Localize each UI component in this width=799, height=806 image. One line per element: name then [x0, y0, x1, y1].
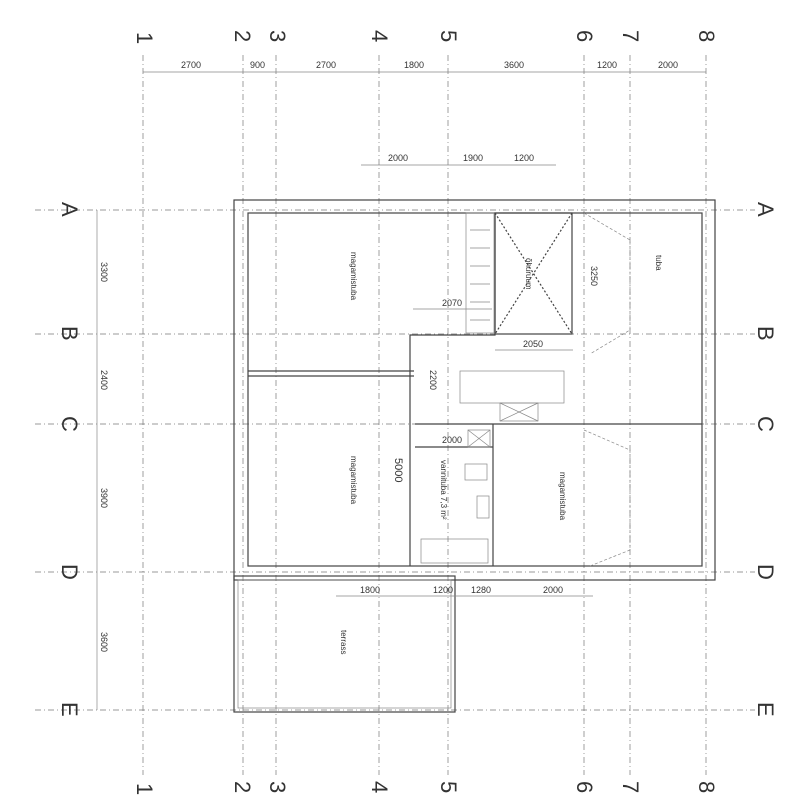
dim-7-8: 2000: [658, 60, 678, 70]
grid-lines: [35, 55, 755, 775]
grid-label-6-top: 6: [572, 30, 597, 42]
room-labels: magamistuba õhuruum tuba magamistuba van…: [339, 252, 663, 654]
room-label-void: õhuruum: [524, 258, 533, 290]
grid-label-8-bottom: 8: [694, 781, 719, 793]
dim-stair-width: 2070: [442, 298, 462, 308]
window-dimensions-bottom: 1800 1200 1280 2000: [336, 585, 593, 597]
room-label-bedroom-3: magamistuba: [558, 472, 567, 521]
room-label-bedroom-2: magamistuba: [349, 456, 358, 505]
dim-5-6: 3600: [504, 60, 524, 70]
dim-window-top-1: 2000: [388, 153, 408, 163]
dim-1-2: 2700: [181, 60, 201, 70]
walls: [233, 199, 716, 713]
dim-void-width: 2050: [523, 339, 543, 349]
grid-label-2-top: 2: [230, 30, 255, 42]
dim-3-4: 2700: [316, 60, 336, 70]
dim-bath-width: 2000: [442, 435, 462, 445]
grid-number-labels: 1 2 3 4 5 6 7 8 1 2 3 4 5 6 7 8: [132, 30, 719, 795]
dim-A-B: 3300: [99, 262, 109, 282]
grid-label-8-top: 8: [694, 30, 719, 42]
grid-letter-labels: A B C D E A B C D E: [57, 202, 778, 717]
dim-window-bottom-2: 1200: [433, 585, 453, 595]
bath-fixture: [464, 463, 488, 481]
dim-window-bottom-4: 2000: [543, 585, 563, 595]
room-label-bedroom-1: magamistuba: [349, 252, 358, 301]
dim-stair-hall: 2200: [428, 370, 438, 390]
sink-fixture: [476, 495, 490, 519]
dim-window-top-3: 1200: [514, 153, 534, 163]
grid-label-3-bottom: 3: [265, 781, 290, 793]
grid-label-E-left: E: [57, 702, 82, 717]
interior-dimensions: 2070 2050 3250 2200 2000 5000: [392, 266, 599, 482]
dim-window-bottom-3: 1280: [471, 585, 491, 595]
dim-window-top-2: 1900: [463, 153, 483, 163]
window-dimensions-top: 2000 1900 1200: [361, 153, 556, 166]
left-dimension-chain: 3300 2400 3900 3600: [96, 210, 109, 710]
grid-label-D-left: D: [57, 564, 82, 580]
grid-label-6-bottom: 6: [572, 781, 597, 793]
dim-void-depth: 3250: [589, 266, 599, 286]
grid-label-1-bottom: 1: [132, 783, 157, 795]
dim-4-5: 1800: [404, 60, 424, 70]
dim-hall-length: 5000: [392, 458, 404, 482]
dim-D-E: 3600: [99, 632, 109, 652]
grid-label-4-top: 4: [367, 30, 392, 42]
room-label-bathroom: vannituba 7,3 m²: [439, 460, 448, 520]
grid-label-3-top: 3: [265, 30, 290, 42]
grid-label-B-left: B: [57, 326, 82, 341]
grid-label-D-right: D: [753, 564, 778, 580]
dim-C-D: 3900: [99, 488, 109, 508]
room-label-room: tuba: [654, 255, 663, 271]
grid-label-7-bottom: 7: [618, 781, 643, 793]
grid-label-B-right: B: [753, 326, 778, 341]
grid-label-5-bottom: 5: [436, 781, 461, 793]
grid-label-A-right: A: [753, 202, 778, 217]
grid-label-A-left: A: [57, 202, 82, 217]
grid-label-2-bottom: 2: [230, 781, 255, 793]
bathtub: [420, 538, 489, 564]
grid-label-E-right: E: [753, 702, 778, 717]
grid-label-4-bottom: 4: [367, 781, 392, 793]
room-label-terrace: terrass: [339, 630, 348, 654]
grid-label-1-top: 1: [132, 32, 157, 44]
dim-2-3: 900: [250, 60, 265, 70]
grid-label-5-top: 5: [436, 30, 461, 42]
dim-6-7: 1200: [597, 60, 617, 70]
grid-label-7-top: 7: [618, 30, 643, 42]
grid-label-C-left: C: [57, 416, 82, 432]
dim-B-C: 2400: [99, 370, 109, 390]
dim-window-bottom-1: 1800: [360, 585, 380, 595]
grid-label-C-right: C: [753, 416, 778, 432]
top-dimension-chain: 2700 900 2700 1800 3600 1200 2000: [143, 60, 706, 73]
stair-treads: [470, 229, 490, 321]
